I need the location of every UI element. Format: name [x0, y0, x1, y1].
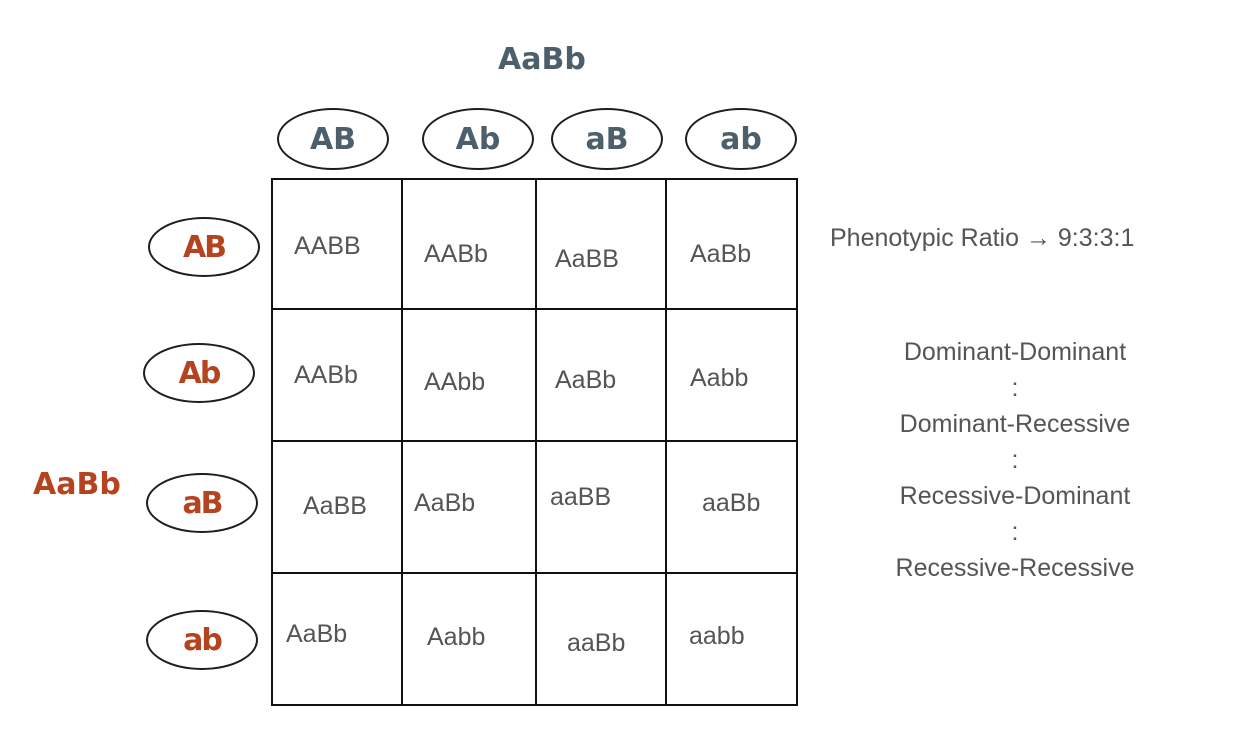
- grid-divider: [273, 572, 796, 574]
- grid-cell: aabb: [689, 622, 745, 650]
- phenotypic-ratio-label: Phenotypic Ratio → 9:3:3:1: [830, 224, 1135, 252]
- grid-cell: AaBB: [303, 492, 367, 520]
- grid-cell: AaBb: [555, 366, 617, 394]
- grid-cell: AABb: [294, 361, 358, 389]
- grid-divider: [665, 180, 667, 704]
- grid-cell: aaBb: [567, 629, 626, 657]
- punnett-square: [271, 178, 798, 706]
- grid-cell: Aabb: [690, 364, 749, 392]
- grid-cell: AaBb: [414, 489, 476, 517]
- ratio-separator: :: [1011, 374, 1019, 402]
- top-parent-genotype: AaBb: [498, 42, 586, 77]
- grid-cell: aaBb: [702, 489, 761, 517]
- left-parent-genotype: AaBb: [33, 467, 121, 502]
- left-gamete-Ab: Ab: [143, 343, 255, 403]
- left-gamete-AB: AB: [148, 217, 260, 277]
- phenotype-item: Recessive-Recessive: [895, 554, 1135, 582]
- phenotype-list: Dominant-Dominant : Dominant-Recessive :…: [860, 334, 1170, 586]
- top-gamete-aB: aB: [551, 108, 663, 170]
- grid-cell: AABB: [294, 232, 361, 260]
- phenotype-item: Dominant-Dominant: [903, 338, 1127, 366]
- ratio-separator: :: [1011, 446, 1019, 474]
- top-gamete-AB: AB: [277, 108, 389, 170]
- phenotype-item: Dominant-Recessive: [899, 410, 1131, 438]
- ratio-separator: :: [1011, 518, 1019, 546]
- grid-cell: AAbb: [424, 368, 486, 396]
- grid-cell: AABb: [424, 240, 488, 268]
- top-gamete-Ab: Ab: [422, 108, 534, 170]
- phenotype-item: Recessive-Dominant: [899, 482, 1131, 510]
- left-gamete-aB: aB: [146, 473, 258, 533]
- top-gamete-ab: ab: [685, 108, 797, 170]
- grid-divider: [273, 440, 796, 442]
- grid-divider: [273, 308, 796, 310]
- grid-divider: [535, 180, 537, 704]
- grid-cell: AaBB: [555, 245, 619, 273]
- grid-cell: AaBb: [286, 620, 348, 648]
- grid-cell: AaBb: [690, 240, 752, 268]
- grid-divider: [401, 180, 403, 704]
- grid-cell: Aabb: [427, 623, 486, 651]
- left-gamete-ab: ab: [146, 610, 258, 670]
- grid-cell: aaBB: [550, 483, 612, 511]
